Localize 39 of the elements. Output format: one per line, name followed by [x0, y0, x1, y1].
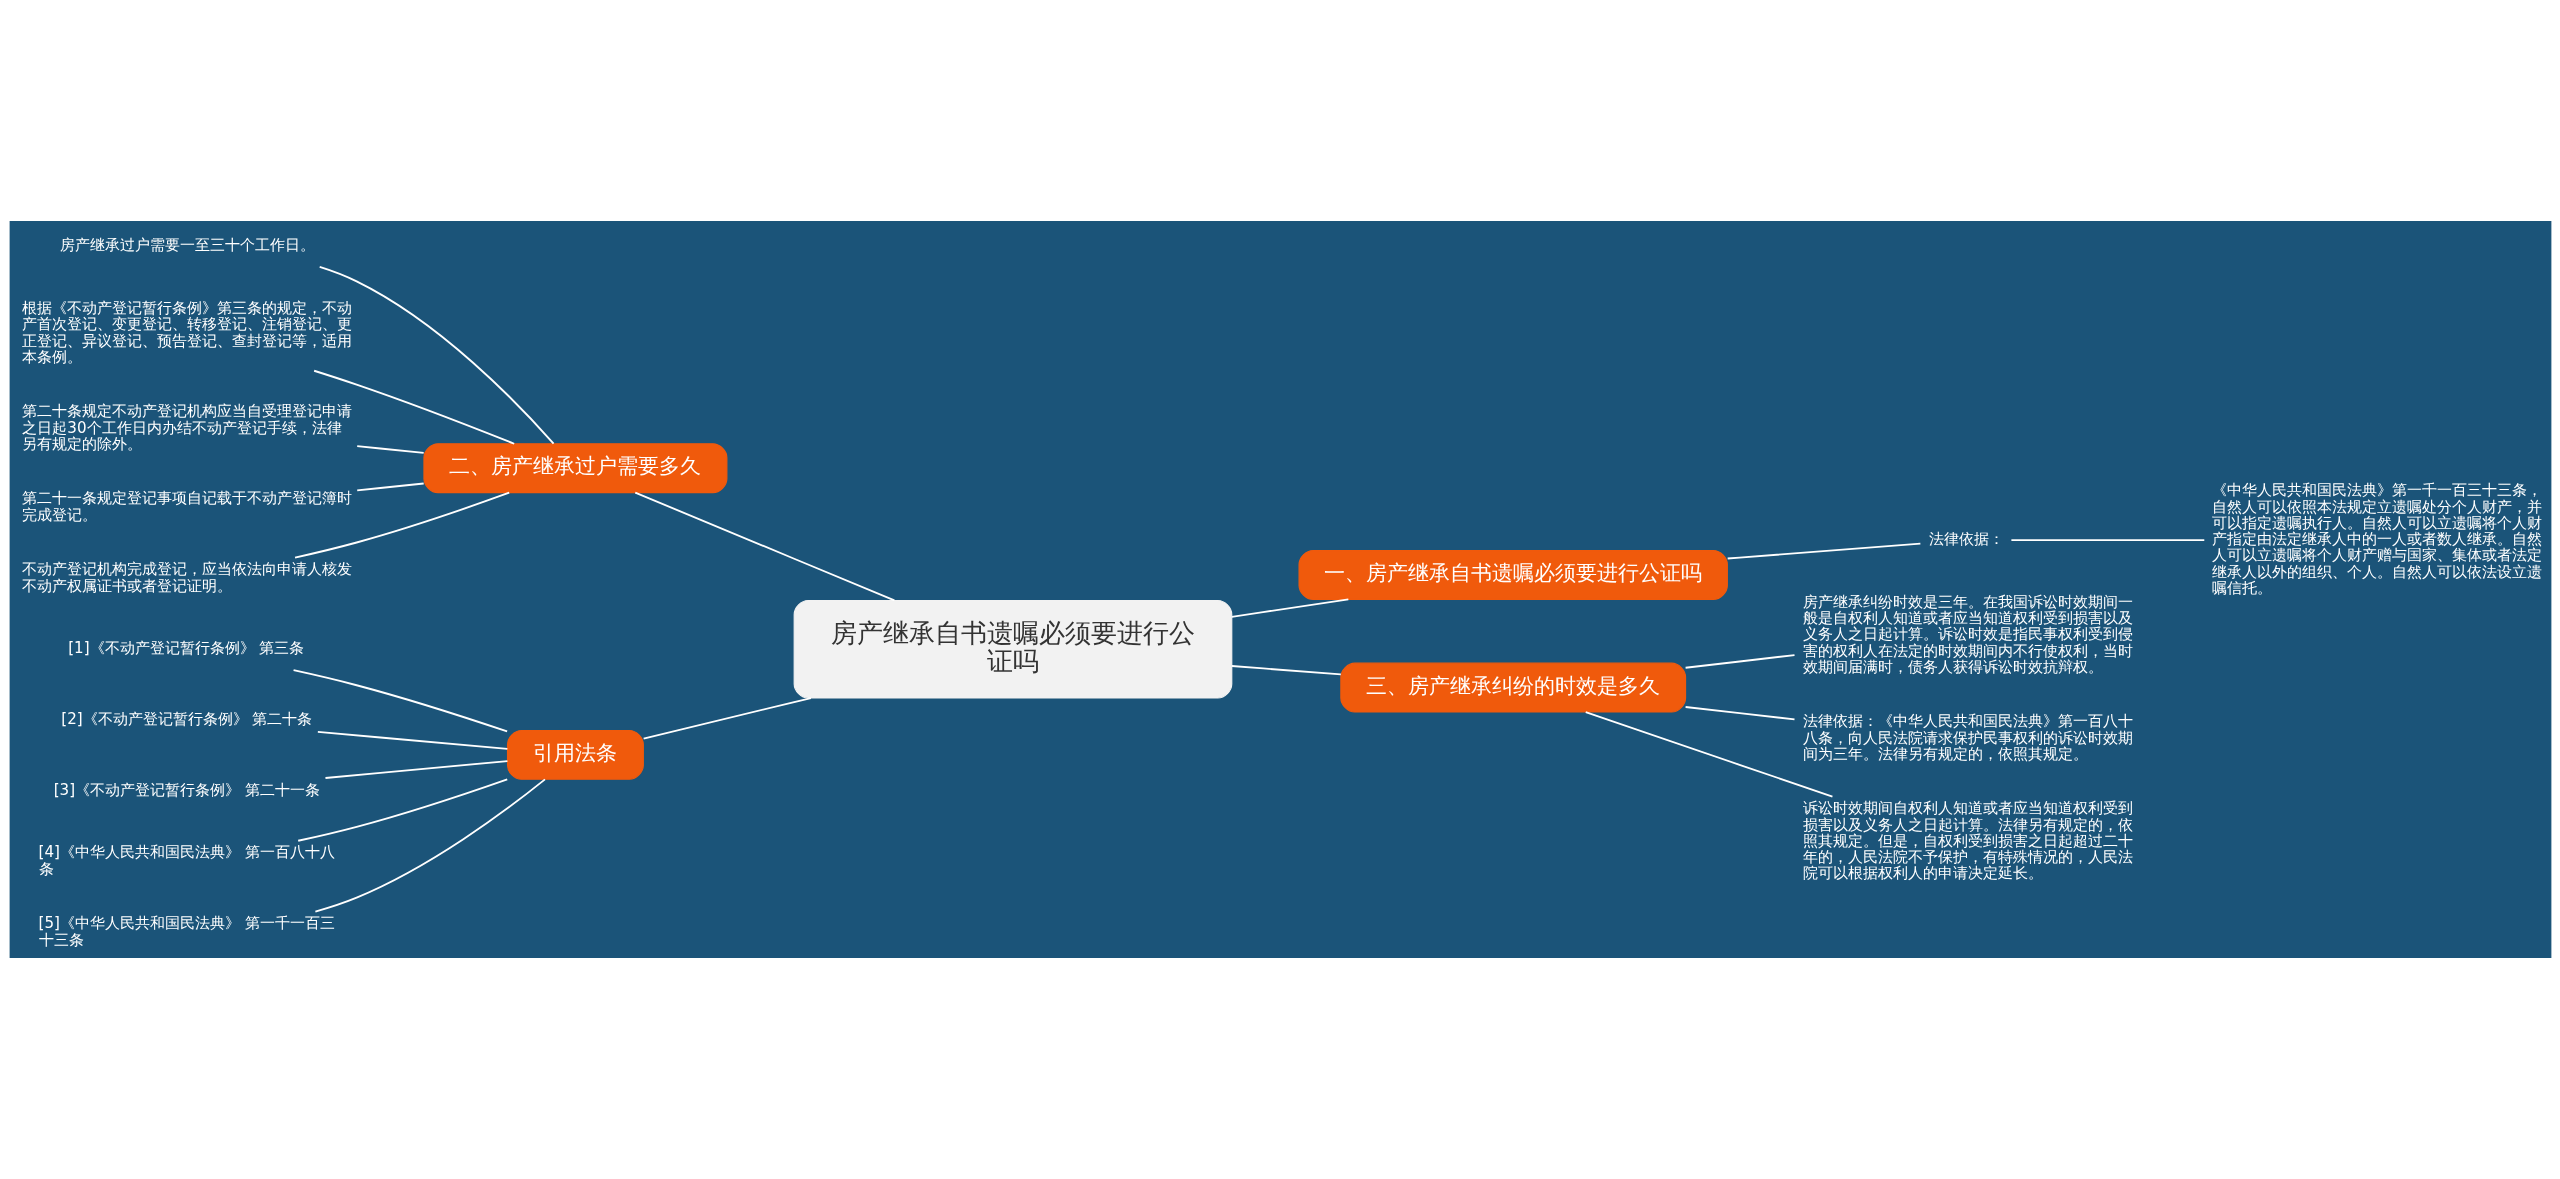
node-box: 引用法条 [506, 729, 644, 780]
connector [312, 369, 515, 445]
node-text: [1]《不动产登记暂行条例》 第三条 [67, 639, 304, 658]
connector [1230, 598, 1349, 618]
node-text: 不动产登记机构完成登记，应当依法向申请人核发不动产权属证书或者登记证明。 [21, 560, 352, 595]
node-text: 第二十条规定不动产登记机构应当自受理登记申请之日起30个工作日内办结不动产登记手续，法律另有规定的除外。 [21, 402, 352, 453]
connector [1684, 706, 1795, 721]
connector [296, 778, 508, 842]
node-text: 第二十一条规定登记事项自记载于不动产登记簿时完成登记。 [21, 489, 352, 524]
node-box: 一、房产继承自书遗嘱必须要进行公证吗 [1298, 550, 1728, 600]
node-text: 法律依据： [1928, 530, 2004, 549]
connector [324, 760, 508, 779]
node-text: 法律依据：《中华人民共和国民法典》第一百八十八条，向人民法院请求保护民事权利的诉讼时效期间为三年。法律另有规定的，依照其规定。 [1802, 712, 2133, 763]
node-text: [3]《不动产登记暂行条例》 第二十一条 [53, 780, 320, 799]
node-text: 《中华人民共和国民法典》第一千一百三十三条，自然人可以依照本法规定立遗嘱处分个人财产，并可以指定遗嘱执行人。自然人可以立遗嘱将个人财产指定由法定继承人中的一人或者数人继承。自然人可以立遗嘱将个人财产赠与国家、集体或者法定继承人以外的组织、个人。自然人可以依法设立遗嘱信托。 [2211, 481, 2542, 597]
connector [2009, 539, 2205, 542]
connector [1584, 711, 1833, 798]
connector [355, 482, 425, 492]
node-box: 房产继承自书遗嘱必须要进行公证吗 [793, 599, 1232, 699]
connector [355, 445, 425, 454]
node-box: 三、房产继承纠纷的时效是多久 [1339, 662, 1686, 713]
connector [1726, 542, 1921, 560]
node-text: [4]《中华人民共和国民法典》 第一百八十八条 [38, 843, 335, 878]
node-text: 房产继承纠纷时效是三年。在我国诉讼时效期间一般是自权利人知道或者应当知道权利受到损害以及义务人之日起计算。诉讼时效是指民事权利受到侵害的权利人在法定的时效期间内不行使权利，当时效期间届满时，债务人获得诉讼时效抗辩权。 [1802, 592, 2133, 676]
connector [293, 491, 510, 559]
connector [633, 491, 895, 602]
connector [318, 265, 554, 445]
node-text: 根据《不动产登记暂行条例》第三条的规定，不动产首次登记、变更登记、转移登记、注销登记、更正登记、异议登记、预告登记、查封登记等，适用本条例。 [21, 299, 352, 366]
connector [1230, 665, 1342, 676]
node-text: [5]《中华人民共和国民法典》 第一千一百三十三条 [38, 914, 335, 949]
node-box: 二、房产继承过户需要多久 [422, 443, 727, 494]
connector [292, 669, 508, 733]
connector [313, 778, 546, 913]
node-text: 诉讼时效期间自权利人知道或者应当知道权利受到损害以及义务人之日起计算。法律另有规定的，依照其规定。但是，自权利受到损害之日起超过二十年的，人民法院不予保护，有特殊情况的，人民法院可以根据权利人的申请决定延长。 [1802, 799, 2133, 883]
connector [1684, 654, 1795, 669]
connector [642, 697, 812, 740]
node-text: [2]《不动产登记暂行条例》 第二十条 [60, 710, 312, 729]
node-text: 房产继承过户需要一至三十个工作日。 [59, 236, 315, 255]
connector [316, 730, 508, 750]
